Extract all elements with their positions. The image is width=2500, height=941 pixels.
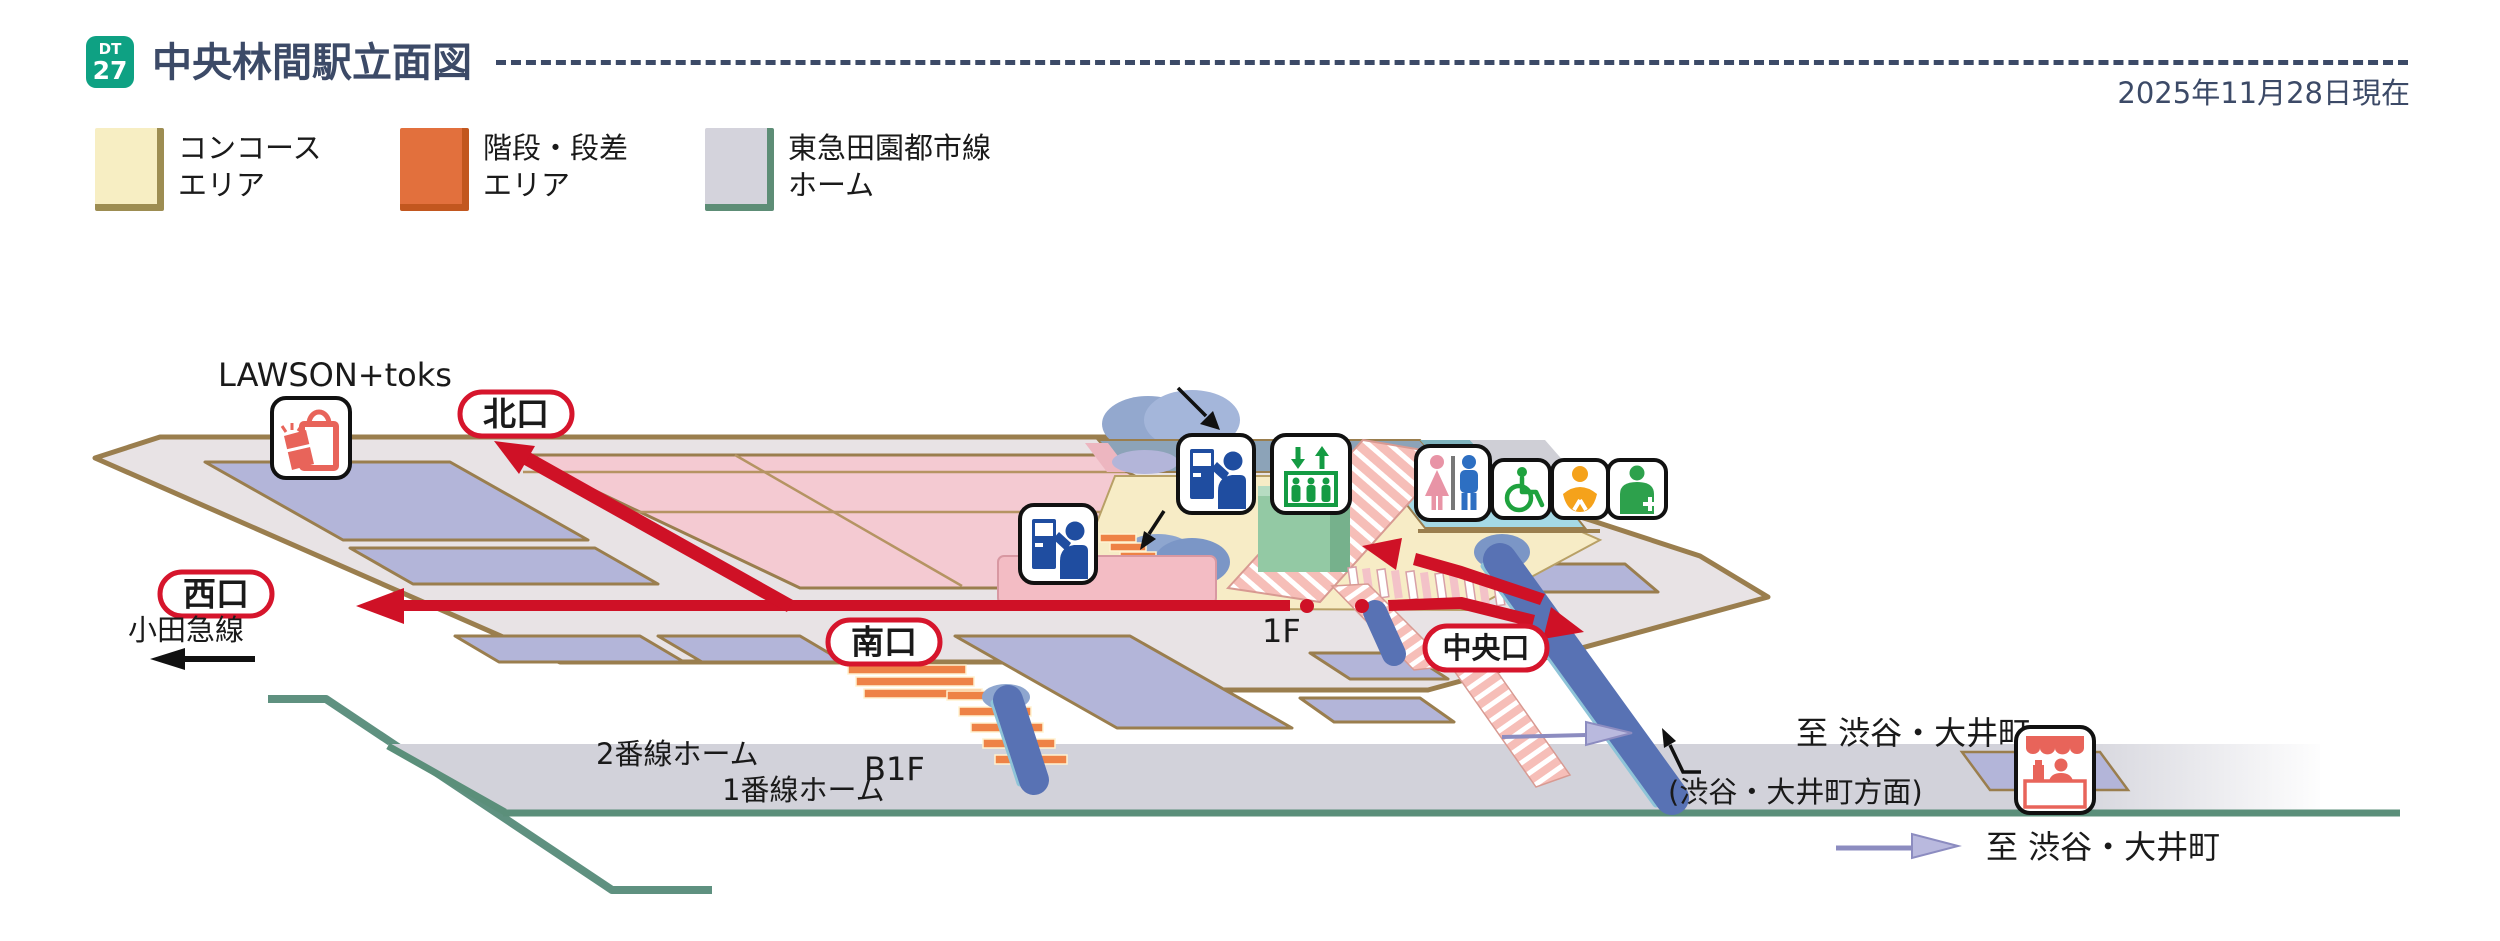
legend-swatch-concourse [95,128,164,211]
exit-central-label: 中央口 [1442,631,1529,665]
store-icon [270,396,352,480]
escalator-south [982,684,1049,795]
exit-ovals: 北口 西口 南口 中央口 [157,389,1550,673]
exit-north-label: 北口 [483,395,549,434]
multipurpose-toilet-icon [1606,458,1668,520]
escalator-mid [1363,600,1406,666]
direction-lower-label: 至 渋谷・大井町 [1986,828,2220,866]
wheelchair-icon [1490,458,1552,520]
legend-label-stairs: 階段・段差 エリア [483,131,629,202]
exit-west-label: 西口 [183,575,249,614]
store-label: LAWSON+toks [218,356,452,394]
route-red [356,441,1584,639]
legend-swatch-platform [705,128,774,211]
elevator-icon [1270,433,1352,515]
dashed-rule [496,60,2408,65]
legend-swatch-stairs [400,128,469,211]
direction-upper-label: 至 渋谷・大井町 [1796,714,2030,752]
line-badge: DT 27 [86,36,134,88]
platform1-label: 1番線ホーム [722,773,885,807]
station-number: 27 [92,55,128,85]
floor-b1f-label: B1F [864,750,925,788]
platform2-label: 2番線ホーム [596,737,759,771]
page-title: 中央林間駅立面図 [152,40,472,86]
kiosk-icon [2014,725,2096,815]
legend-label-concourse: コンコース エリア [178,131,322,202]
exit-south-label: 南口 [851,623,917,662]
ticket-machine-icon [1018,503,1098,585]
date-note: 2025年11月28日現在 [2117,76,2410,110]
legend-label-platform: 東急田園都市線 ホーム [788,131,992,202]
restroom-icon [1414,444,1492,522]
line-code: DT [98,39,122,58]
direction-arrows [1501,720,1962,860]
floor-1f-label: 1F [1262,612,1301,650]
pointer-arrows [1140,386,1701,774]
baby-care-icon [1550,458,1610,520]
direction-note-label: (渋谷・大井町方面) [1668,775,1923,809]
odakyu-arrow-icon [150,648,255,670]
odakyu-label: 小田急線 [128,613,244,647]
ticket-machine-icon [1176,433,1256,515]
